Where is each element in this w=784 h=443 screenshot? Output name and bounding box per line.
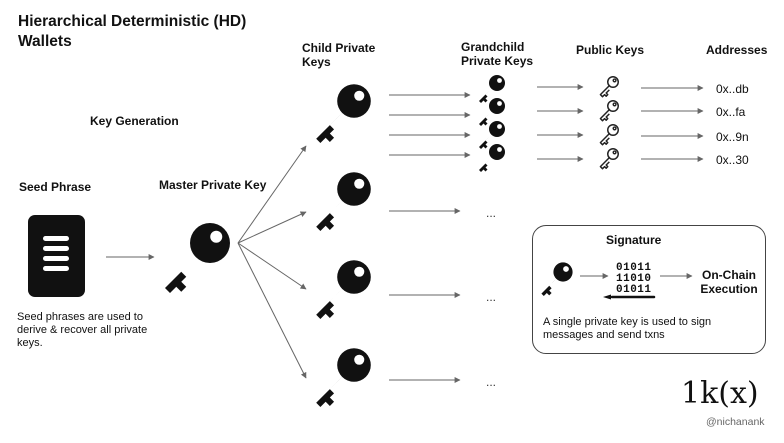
public-key-icons: [599, 76, 619, 170]
grandchild-to-public-arrows: [537, 84, 584, 162]
child-keys-heading: Child Private Keys: [302, 41, 376, 69]
pen-icon: [603, 294, 656, 300]
binary-line-1: 01011: [616, 262, 652, 274]
key-generation-heading: Key Generation: [90, 114, 179, 128]
ellipsis-2: ...: [486, 290, 497, 304]
binary-line-2: 11010: [616, 273, 652, 285]
signature-box: [532, 225, 766, 354]
master-key-icon: [165, 223, 230, 293]
ellipsis-1: ...: [486, 206, 497, 220]
signature-title: Signature: [606, 233, 662, 247]
seed-phrase-description: Seed phrases are used to derive & recove…: [17, 311, 148, 349]
on-chain-execution-label: On-Chain Execution: [700, 268, 758, 296]
master-key-label: Master Private Key: [159, 178, 267, 192]
seed-phrase-card-icon: [28, 215, 85, 297]
author-handle: @nichanank: [706, 416, 765, 428]
binary-data: 01011 11010 01011: [616, 263, 652, 296]
address-2: 0x..fa: [716, 105, 746, 119]
master-to-child-arrows: [237, 145, 307, 379]
binary-line-3: 01011: [616, 284, 652, 296]
child-key-icons: [316, 84, 371, 407]
address-3: 0x..9n: [716, 130, 749, 144]
ellipsis-3: ...: [486, 375, 497, 389]
public-to-address-arrows: [641, 85, 704, 162]
address-1: 0x..db: [716, 82, 749, 96]
signature-key-icon: [541, 262, 573, 296]
signature-description: A single private key is used to sign mes…: [543, 316, 712, 341]
grandchild-key-icons: [479, 75, 505, 172]
brand-logo: 1k(x): [681, 376, 759, 411]
public-keys-heading: Public Keys: [576, 43, 645, 57]
seed-phrase-label: Seed Phrase: [19, 180, 92, 194]
child-to-grandchild-arrows: [389, 92, 471, 383]
addresses-heading: Addresses: [706, 43, 768, 57]
address-4: 0x..30: [716, 153, 749, 167]
page-title: Hierarchical Deterministic (HD) Wallets: [18, 13, 247, 50]
grandchild-keys-heading: Grandchild Private Keys: [461, 40, 534, 68]
